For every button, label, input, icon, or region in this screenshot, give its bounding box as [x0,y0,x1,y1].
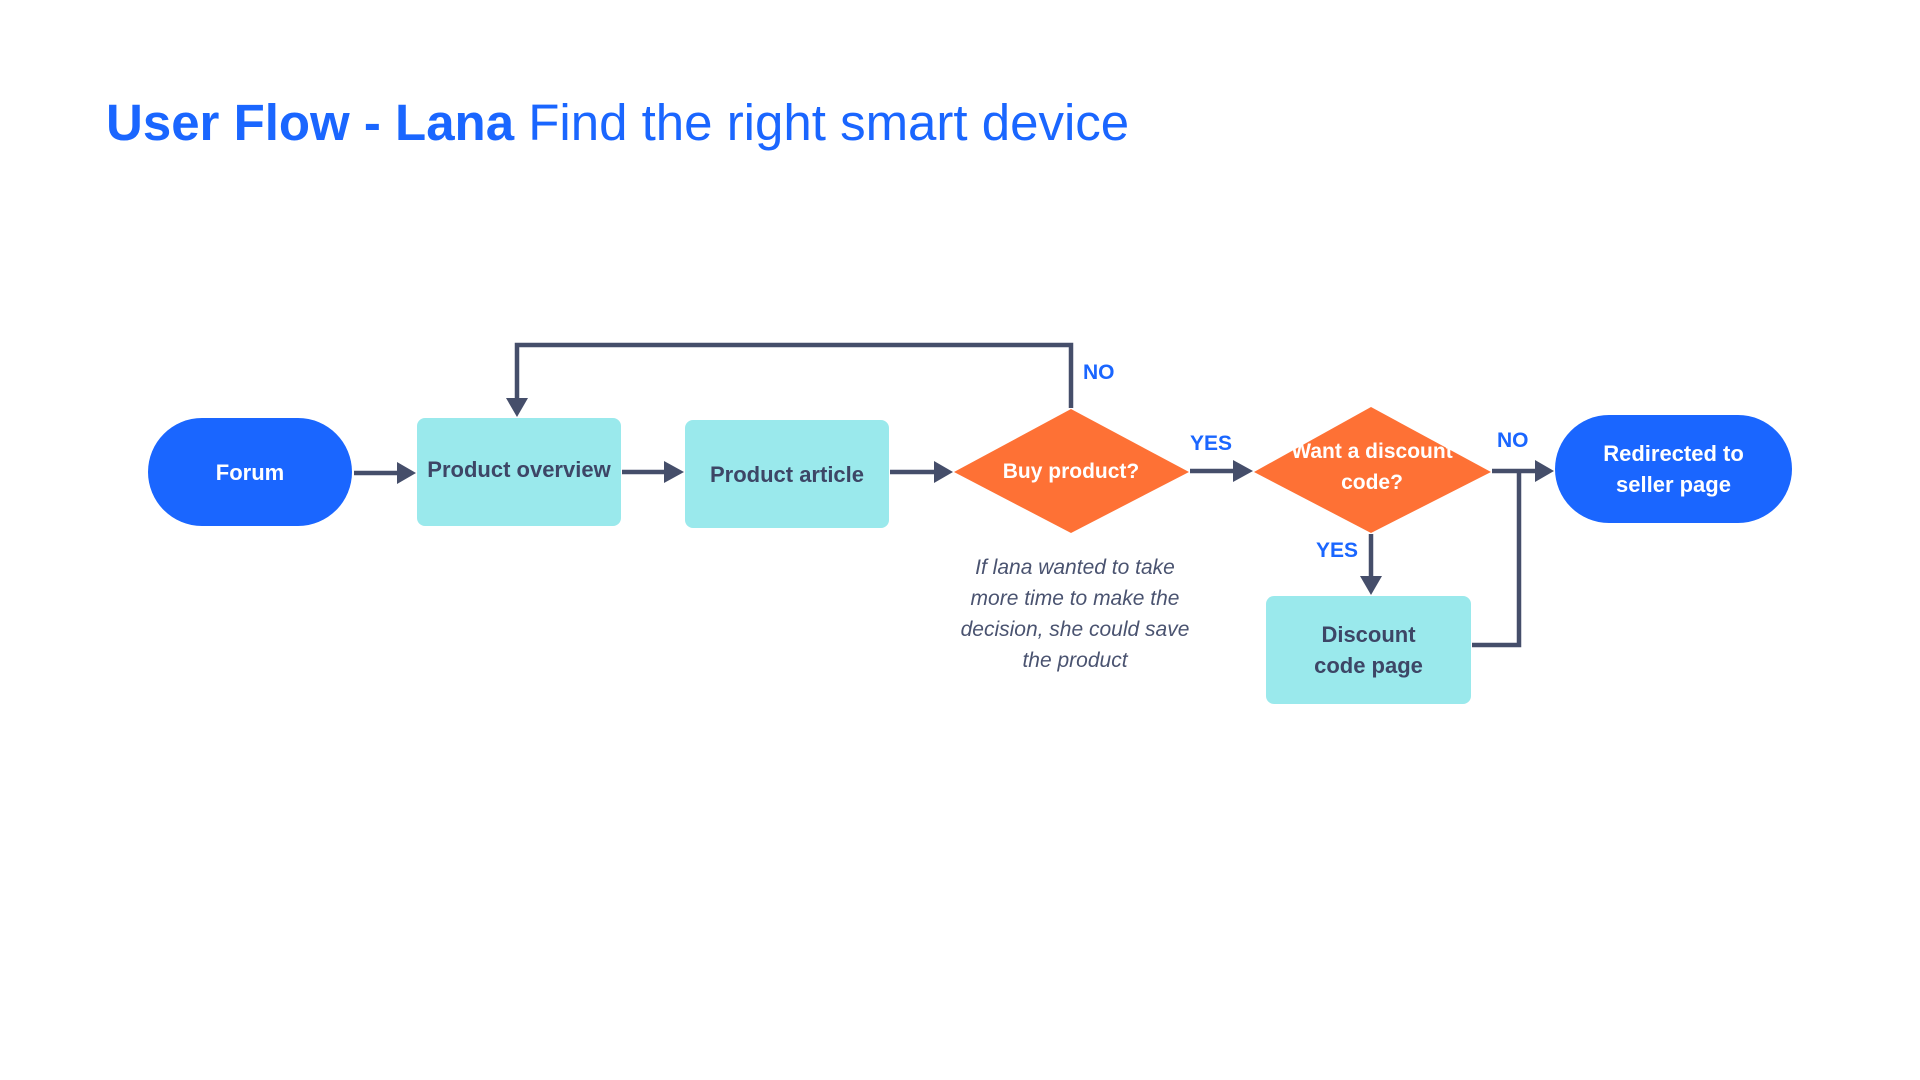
arrow-buy-yes [1233,460,1253,482]
node-product-article: Product article [709,461,865,487]
label-discount-yes: YES [1316,539,1359,562]
node-product-overview: Product overview [427,456,611,482]
node-forum: Forum [215,459,285,485]
redirected-shape [1555,415,1792,523]
arrow-article-buy [934,461,953,483]
decision-note: If lana wanted to take more time to make… [960,556,1190,672]
title-bold: User Flow - Lana [106,94,515,151]
arrow-forum-overview [397,462,416,484]
title-light: Find the right smart device [528,94,1130,151]
label-discount-no: NO [1497,429,1529,452]
product-article-shape [685,420,889,528]
product-overview-shape [417,418,621,526]
arrow-overview-article [664,461,684,483]
page-title: User Flow - Lana Find the right smart de… [106,88,1129,158]
edge-discount-page-to-seller [1472,471,1522,648]
node-buy-product: Buy product? [1002,459,1140,483]
want-discount-shape [1254,407,1491,533]
discount-page-shape [1266,596,1471,704]
arrow-discount-yes [1360,576,1382,595]
label-buy-yes: YES [1190,432,1233,455]
node-discount-page: Discount code page [1314,622,1423,678]
arrow-discount-no [1535,460,1554,482]
forum-shape [148,418,352,526]
node-want-discount: Want a discount code? [1291,440,1453,494]
arrow-buy-no-loop [506,398,528,417]
buy-product-shape [954,409,1189,533]
label-buy-no: NO [1083,361,1115,384]
node-redirected: Redirected to seller page [1603,441,1744,497]
edge-buy-no-loop [514,342,1074,408]
